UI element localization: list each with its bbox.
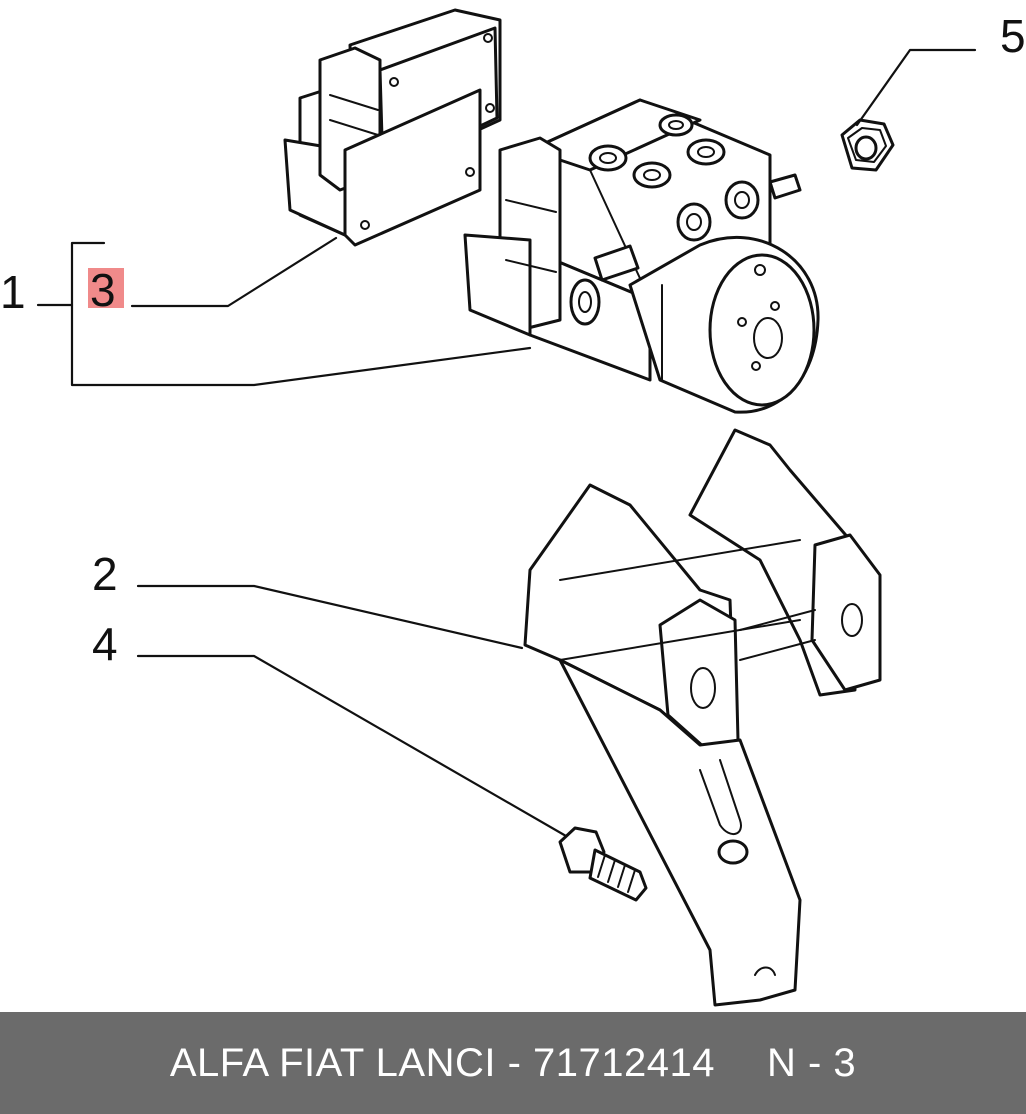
- mounting-bracket-part: [523, 428, 882, 1007]
- footer-bar: ALFA FIAT LANCI - 71712414 N - 3: [0, 1012, 1026, 1114]
- leader-line-3: [130, 236, 338, 308]
- callout-label-2: 2: [92, 548, 118, 600]
- nut-part: [840, 118, 895, 172]
- diagram-canvas: 5 1 3 2 4: [0, 8, 1026, 1007]
- footer-part-text: ALFA FIAT LANCI - 71712414: [169, 1040, 715, 1085]
- abs-hydraulic-unit-part: [463, 98, 820, 414]
- leader-line-5: [855, 48, 977, 127]
- leader-line-4: [136, 654, 568, 838]
- callout-3-highlight: [88, 268, 124, 308]
- leader-line-2: [136, 584, 524, 650]
- callout-label-5: 5: [1000, 10, 1026, 62]
- footer-ref: N - 3: [766, 1040, 857, 1085]
- callout-label-4: 4: [92, 618, 118, 670]
- bolt-part: [558, 826, 648, 902]
- ecu-module-part: [283, 8, 502, 247]
- leader-lines: [36, 48, 977, 838]
- callout-label-1: 1: [0, 266, 26, 318]
- bracket-1: [70, 241, 532, 387]
- callout-label-3: 3: [90, 264, 116, 316]
- parts-diagram: 5 1 3 2 4: [0, 8, 1026, 1007]
